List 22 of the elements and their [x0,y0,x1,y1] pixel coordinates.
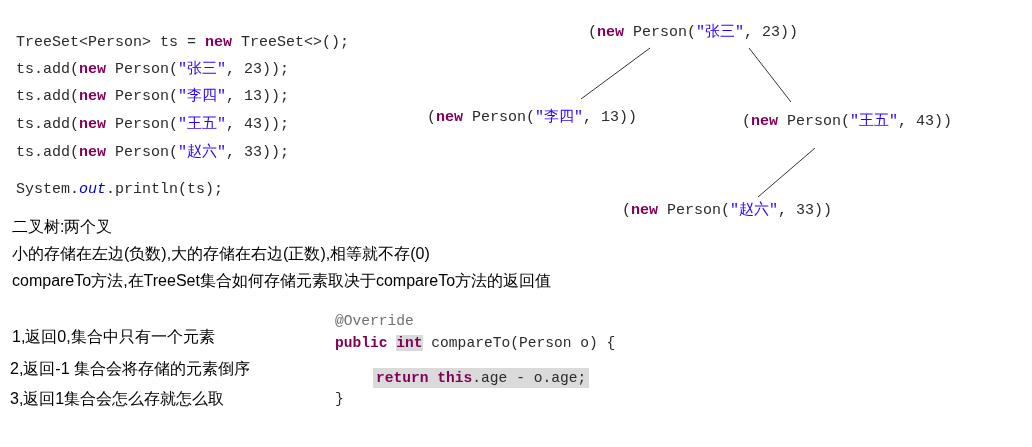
node-label: (new Person("李四", 13)) [427,99,638,130]
code-line: ts.add(new Person("赵六", 33)); [16,143,290,163]
node-label: (new Person("王五", 43)) [742,102,953,148]
note-text: 2,返回-1 集合会将存储的元素倒序 [10,359,250,379]
connector-line [580,47,651,100]
code-line: TreeSet<Person> ts = new TreeSet<>(); [16,33,350,53]
code-line: @Override [335,312,414,331]
code-line: ts.add(new Person("张三", 23)); [16,60,290,80]
note-text: 小的存储在左边(负数),大的存储在右边(正数),相等就不存(0) [12,244,430,264]
code-line: ts.add(new Person("王五", 43)); [16,115,290,135]
connector-line [757,147,816,198]
node-label: (new Person("张三", 23)) [588,21,799,48]
note-text: 1,返回0,集合中只有一个元素 [12,327,215,347]
code-line: } [335,390,344,409]
code-line: ts.add(new Person("李四", 13)); [16,87,290,107]
code-line: System.out.println(ts); [16,180,224,200]
note-text: compareTo方法,在TreeSet集合如何存储元素取决于compareTo方法的返回值 [12,271,552,291]
note-text: 二叉树:两个叉 [12,217,113,237]
node-label: (new Person("赵六", 33)) [622,197,833,223]
note-text: 3,返回1集合会怎么存就怎么取 [10,389,225,409]
code-line: public int compareTo(Person o) { [335,334,616,353]
connector-line [748,47,792,103]
